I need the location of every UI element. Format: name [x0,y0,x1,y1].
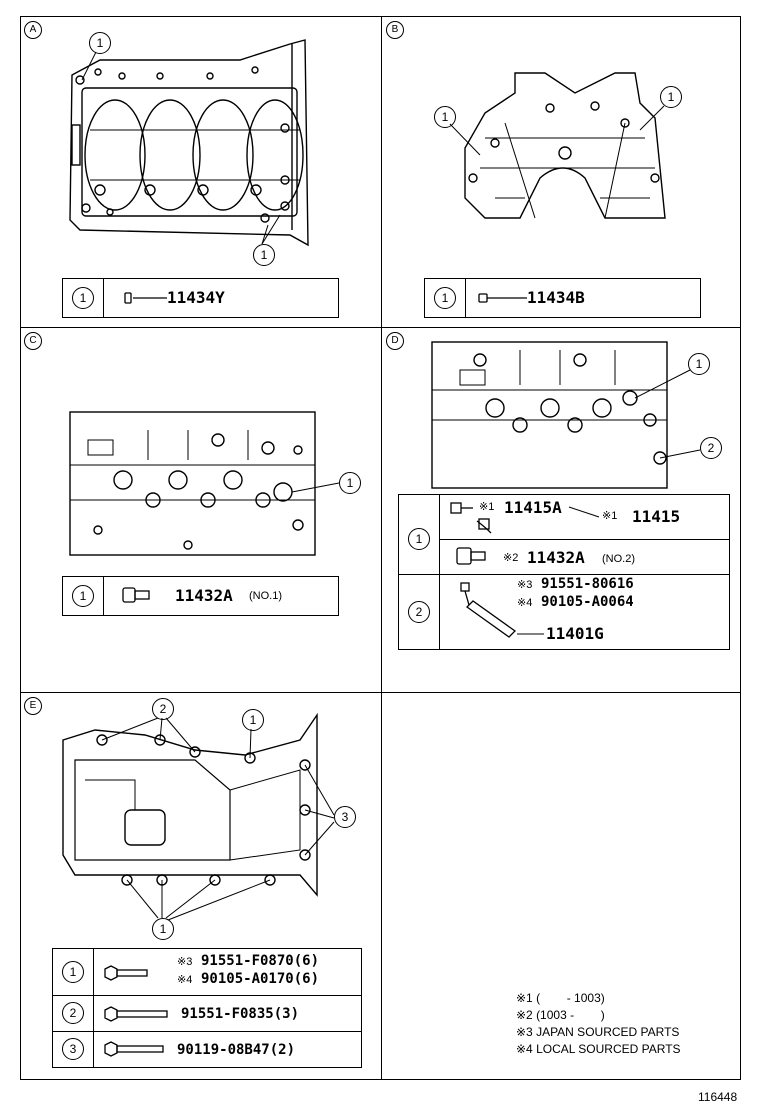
panel-d-row-2-number: 2 [408,601,430,623]
panel-d-row-1b-mark: ※2 [503,552,519,564]
panel-d-oil-jet-icon [460,582,517,638]
panel-e-row-3-part: 90119-08B47(2) [177,1042,296,1058]
panel-d-row-1-number: 1 [408,528,430,550]
panel-d-plug-icon [456,547,486,565]
panel-a-row-number: 1 [72,287,94,309]
engine-block-rear-view-drawing [464,72,666,219]
panel-d-parts-table: 1 2 ※1 11415A ※1 11415 ※2 11432A (NO.2) … [398,494,730,650]
panel-a-callout-1-bottom: 1 [253,244,275,266]
panel-label-c: C [24,332,42,350]
engine-block-oil-gallery-drawing [431,341,668,489]
panel-d-callout-1: 1 [688,353,710,375]
panel-e-callout-3: 3 [334,806,356,828]
panel-a-parts-table: 1 11434Y [62,278,339,318]
panel-d-row-1a-mark: ※1 [479,501,495,513]
panel-a-part-number: 11434Y [167,288,225,307]
figure-id: 116448 [698,1090,738,1104]
panel-d-row-1a-part: 11415A [504,498,562,517]
panel-label-d: D [386,332,404,350]
panel-e-short-bolt-icon [104,965,148,981]
panel-e-row-3-number: 3 [62,1038,84,1060]
panel-empty [381,692,741,1080]
panel-e-row-1-number: 1 [62,961,84,983]
panel-d-callout-2: 2 [700,437,722,459]
panel-c-callout-1: 1 [339,472,361,494]
panel-d-row-1a-right-mark: ※1 [602,510,618,522]
panel-c-part-note: (NO.1) [249,590,282,602]
engine-block-top-view-drawing [69,39,309,247]
panel-e-row-1-mark-3: ※3 [177,956,193,968]
panel-b-part-number: 11434B [527,288,585,307]
panel-c-part-number: 11432A [175,586,233,605]
panel-a-pin-icon [124,292,167,304]
panel-d-row-2-part-3: 91551-80616 [541,576,634,592]
legend-line-2: ※2 (1003 - ) [516,1008,605,1022]
panel-e-callout-2: 2 [152,698,174,720]
panel-c-parts-table: 1 11432A (NO.1) [62,576,339,616]
panel-d-row-1b-part: 11432A [527,548,585,567]
panel-d-row-1a-leader [568,506,600,518]
panel-b-callout-1-right: 1 [660,86,682,108]
panel-d-row-2-main-part: 11401G [546,624,604,643]
panel-d-row-2-leader [517,633,544,635]
panel-d-row-2-mark-4: ※4 [517,597,533,609]
panel-b-row-number: 1 [434,287,456,309]
panel-c-plug-icon [122,587,150,603]
panel-c-row-number: 1 [72,585,94,607]
panel-e-row-1-part-4: 90105-A0170(6) [201,971,320,987]
panel-e-parts-table: 1 2 3 ※3 91551-F0870(6) ※4 90105-A0170(6… [52,948,362,1068]
panel-label-e: E [24,697,42,715]
panel-b-parts-table: 1 11434B [424,278,701,318]
legend-line-3: ※3 JAPAN SOURCED PARTS [516,1025,680,1039]
panel-d-row-2-mark-3: ※3 [517,579,533,591]
panel-e-long-bolt-icon [104,1041,164,1057]
panel-b-bolt-icon [478,293,527,303]
panel-e-row-2-number: 2 [62,1002,84,1024]
panel-d-row-1a-right-part: 11415 [632,507,681,526]
panel-b-callout-1-left: 1 [434,106,456,128]
panel-label-a: A [24,21,42,39]
panel-e-callout-1-bottom: 1 [152,918,174,940]
engine-block-side-view-drawing [69,411,316,556]
panel-e-row-2-part: 91551-F0835(3) [181,1006,300,1022]
oil-pan-bottom-view-drawing [62,712,318,897]
panel-a-callout-1-top: 1 [89,32,111,54]
legend-line-4: ※4 LOCAL SOURCED PARTS [516,1042,681,1056]
legend-line-1: ※1 ( - 1003) [516,991,605,1005]
panel-d-sensor-icon [450,502,492,534]
panel-e-row-1-part-3: 91551-F0870(6) [201,953,320,969]
panel-e-callout-1-top: 1 [242,709,264,731]
panel-d-row-1b-note: (NO.2) [602,553,635,565]
panel-d-row-2-part-4: 90105-A0064 [541,594,634,610]
panel-e-row-1-mark-4: ※4 [177,974,193,986]
panel-e-medium-bolt-icon [104,1006,168,1022]
panel-label-b: B [386,21,404,39]
